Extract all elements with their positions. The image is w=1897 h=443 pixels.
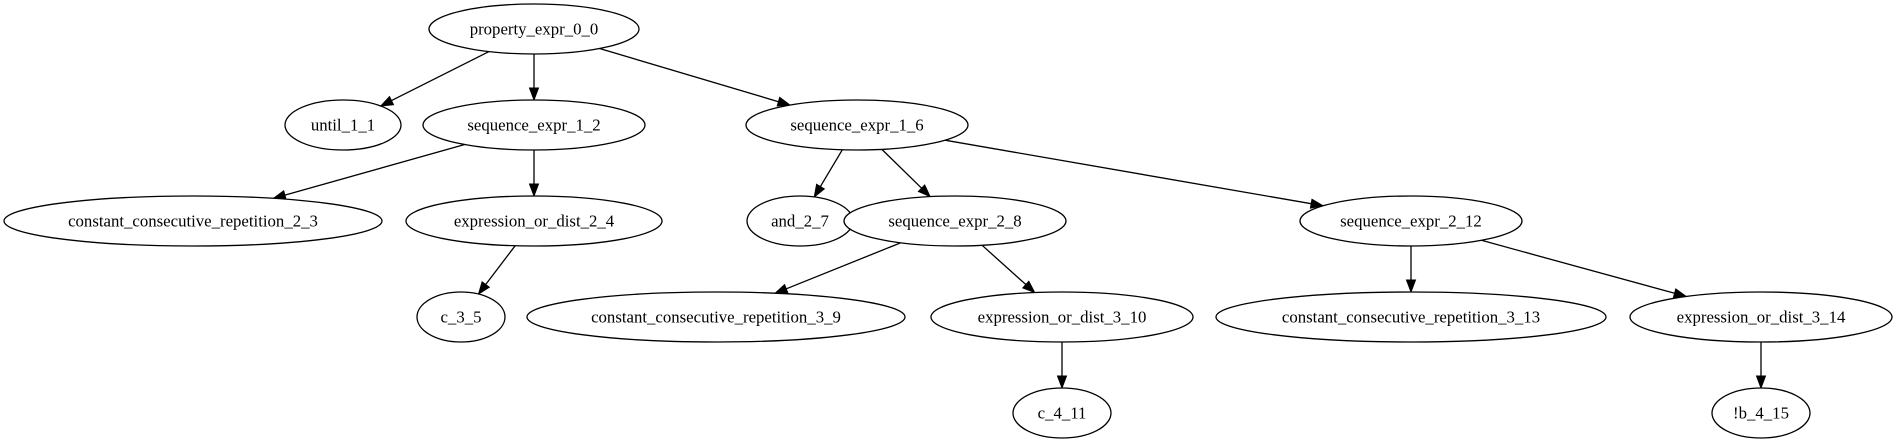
node-ellipse [3,195,383,247]
node-label: until_1_1 [311,116,375,135]
node-ellipse [1629,291,1893,343]
node-ellipse [1012,387,1112,439]
arrowhead-icon [917,184,932,198]
node-ellipse [843,195,1067,247]
arrowhead-icon [1405,279,1417,294]
edge-line [881,148,923,189]
node-label: constant_consecutive_repetition_3_9 [591,308,841,327]
node-label: constant_consecutive_repetition_2_3 [68,212,318,231]
arrowhead-icon [477,280,491,296]
node-ellipse [1215,291,1607,343]
edge-expression-or-dist-3-14-to-b-4-15 [1755,342,1767,390]
edges-layer [272,47,1767,390]
node-label: constant_consecutive_repetition_3_13 [1282,308,1540,327]
edge-sequence-expr-1-6-to-sequence-expr-2-12 [944,139,1325,209]
arrowhead-icon [1056,375,1068,390]
arrowhead-icon [773,283,789,294]
edge-sequence-expr-1-2-to-expression-or-dist-2-4 [528,150,540,198]
arrowhead-icon [1755,375,1767,390]
node-ellipse [526,291,906,343]
edge-line [391,51,490,102]
node-sequence-expr-2-12: sequence_expr_2_12 [1299,195,1523,247]
node-property-expr-0-0: property_expr_0_0 [428,3,640,55]
node-label: property_expr_0_0 [470,20,599,39]
edge-line [599,47,779,103]
node-label: expression_or_dist_3_14 [1677,308,1846,327]
edge-sequence-expr-1-2-to-constant-consecutive-repetition-2-3 [272,143,465,201]
node-label: sequence_expr_2_8 [888,212,1021,231]
node-label: sequence_expr_1_2 [467,116,600,135]
node-ellipse [745,99,969,151]
edge-line [819,149,843,187]
edge-line [284,143,465,196]
node-until-1-1: until_1_1 [284,99,402,151]
node-label: c_4_11 [1038,404,1087,423]
node-ellipse [1299,195,1523,247]
node-ellipse [428,3,640,55]
edge-property-expr-0-0-to-sequence-expr-1-6 [599,47,792,107]
node-constant-consecutive-repetition-3-13: constant_consecutive_repetition_3_13 [1215,291,1607,343]
arrowhead-icon [379,95,395,107]
edge-line [981,244,1027,285]
edge-property-expr-0-0-to-sequence-expr-1-2 [528,54,540,102]
node-ellipse [284,99,402,151]
node-ellipse [416,291,506,343]
node-c-4-11: c_4_11 [1012,387,1112,439]
edge-line [1481,239,1675,294]
node-and-2-7: and_2_7 [746,195,854,247]
node-ellipse [930,291,1194,343]
edge-expression-or-dist-3-10-to-c-4-11 [1056,342,1068,390]
edge-line [786,242,901,290]
edge-sequence-expr-2-8-to-constant-consecutive-repetition-3-9 [773,242,901,294]
node-label: and_2_7 [771,212,829,231]
arrowhead-icon [776,96,792,107]
node-label: sequence_expr_1_6 [790,116,923,135]
node-sequence-expr-2-8: sequence_expr_2_8 [843,195,1067,247]
arrowhead-icon [1309,198,1325,209]
node-label: !b_4_15 [1733,404,1789,423]
node-label: expression_or_dist_2_4 [454,212,615,231]
edge-sequence-expr-2-12-to-constant-consecutive-repetition-3-13 [1405,246,1417,294]
node-expression-or-dist-3-14: expression_or_dist_3_14 [1629,291,1893,343]
node-label: expression_or_dist_3_10 [978,308,1147,327]
edge-line [944,139,1312,205]
node-constant-consecutive-repetition-2-3: constant_consecutive_repetition_2_3 [3,195,383,247]
node-ellipse [422,99,646,151]
node-expression-or-dist-3-10: expression_or_dist_3_10 [930,291,1194,343]
edge-property-expr-0-0-to-until-1-1 [379,51,490,107]
node-b-4-15: !b_4_15 [1711,387,1811,439]
node-sequence-expr-1-6: sequence_expr_1_6 [745,99,969,151]
edge-sequence-expr-1-6-to-sequence-expr-2-8 [881,148,932,198]
arrowhead-icon [813,183,826,199]
node-ellipse [405,195,663,247]
nodes-layer: property_expr_0_0 until_1_1 sequence_expr_… [3,3,1893,439]
edge-sequence-expr-1-6-to-and-2-7 [813,149,843,199]
node-expression-or-dist-2-4: expression_or_dist_2_4 [405,195,663,247]
arrowhead-icon [528,87,540,102]
edge-sequence-expr-2-8-to-expression-or-dist-3-10 [981,244,1036,294]
edge-sequence-expr-2-12-to-expression-or-dist-3-14 [1481,239,1688,299]
edge-line [485,245,516,285]
arrowhead-icon [528,183,540,198]
arrowhead-icon [1021,280,1036,294]
node-ellipse [1711,387,1811,439]
node-sequence-expr-1-2: sequence_expr_1_2 [422,99,646,151]
node-label: sequence_expr_2_12 [1340,212,1482,231]
node-c-3-5: c_3_5 [416,291,506,343]
node-label: c_3_5 [440,308,481,327]
edge-expression-or-dist-2-4-to-c-3-5 [477,245,516,296]
node-constant-consecutive-repetition-3-9: constant_consecutive_repetition_3_9 [526,291,906,343]
